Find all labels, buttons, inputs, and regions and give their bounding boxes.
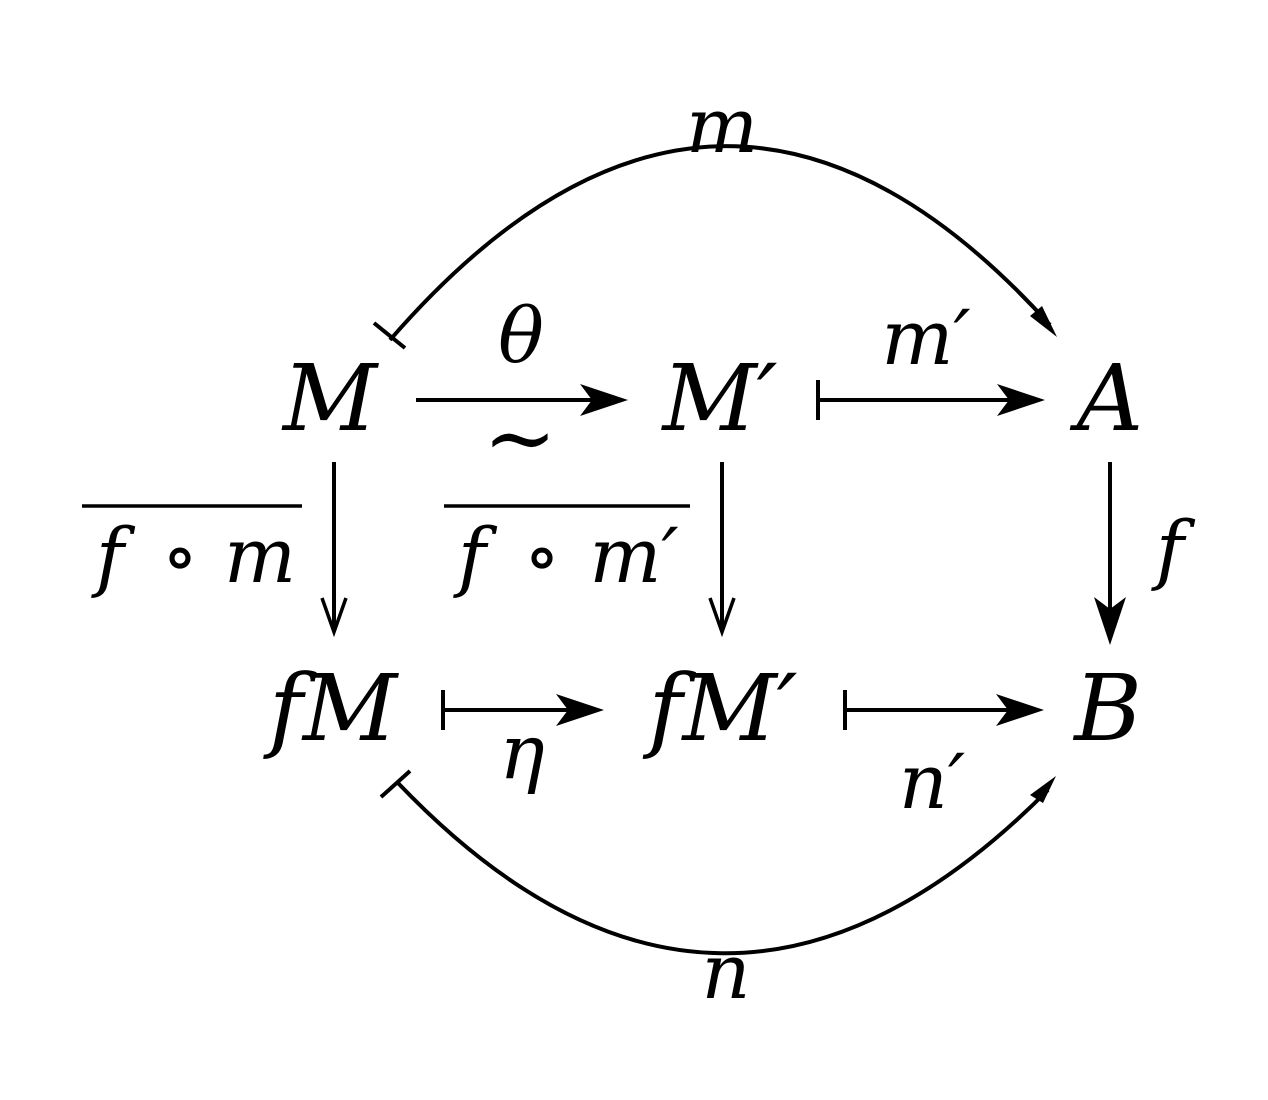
arrow-f [1094,462,1126,645]
label-f-circ-m-f: f [91,511,136,600]
label-m-prime: m′ [881,293,970,382]
node-M-prime: M′ [660,345,777,452]
label-f: f [1151,504,1196,593]
node-fM-prime: fM′ [642,655,797,762]
node-A: A [1069,345,1143,452]
label-f-circ-m: f ∘ m [82,504,302,600]
label-theta: θ [498,291,544,380]
arrow-theta [416,384,628,416]
arrow-f-circ-m [320,462,348,638]
arrow-n [379,769,1056,956]
node-M: M [281,345,380,452]
arrow-eta [441,690,604,730]
arrow-m-prime [816,380,1045,420]
label-f-circ-m-prime-m: m′ [589,511,678,600]
label-f-circ-m-prime-circ: ∘ [523,511,560,600]
label-f-circ-m-circ: ∘ [161,511,198,600]
node-fM: fM [263,655,400,762]
label-f-circ-m-prime-f: f [453,511,498,600]
label-f-circ-m-prime: f ∘ m′ [444,504,690,600]
label-eta: η [499,707,545,796]
label-n-prime: n′ [899,737,965,826]
label-n: n [702,927,751,1016]
label-m: m [686,81,758,170]
arrow-f-circ-m-prime [708,462,736,638]
label-f-circ-m-m: m [224,511,296,600]
node-B: B [1072,655,1142,762]
arrow-m [372,144,1057,350]
label-iso: ∼ [483,386,557,489]
arrow-n-prime [843,690,1044,730]
